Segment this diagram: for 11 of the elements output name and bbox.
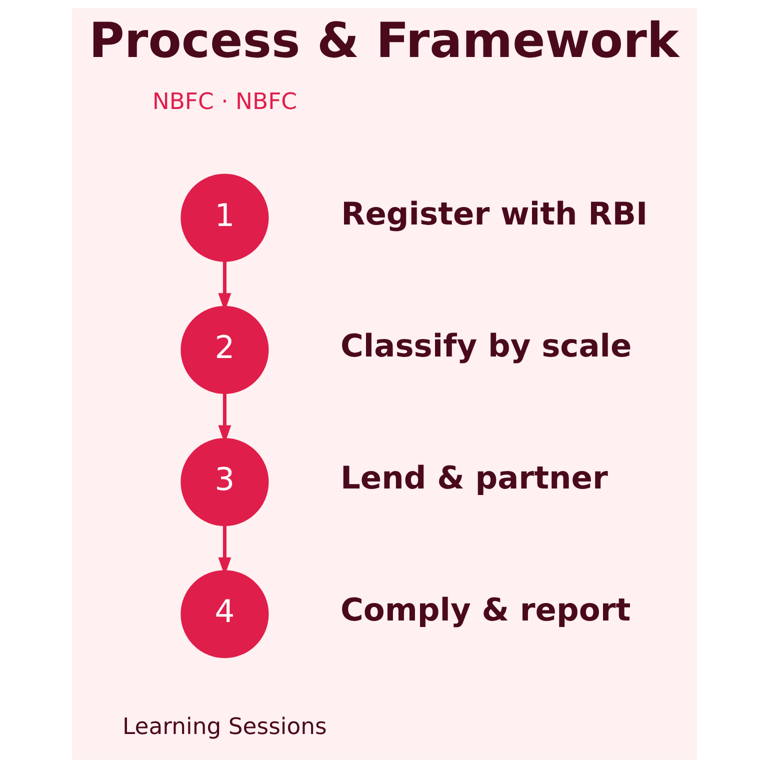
node-circle: 3 bbox=[180, 438, 268, 526]
label: Learning Sessions bbox=[122, 714, 326, 740]
node-label: Register with RBI bbox=[340, 196, 648, 232]
node-circle: 2 bbox=[180, 306, 268, 394]
diagram-title: Process & Framework bbox=[88, 12, 679, 69]
node-label: Lend & partner bbox=[340, 460, 608, 497]
node-circle: 4 bbox=[180, 570, 268, 658]
node-circle: 1 bbox=[180, 174, 268, 262]
node-label: Comply & report bbox=[340, 592, 630, 629]
label: NBFC · NBFC bbox=[152, 88, 297, 115]
node-label: Classify by scale bbox=[340, 328, 632, 364]
